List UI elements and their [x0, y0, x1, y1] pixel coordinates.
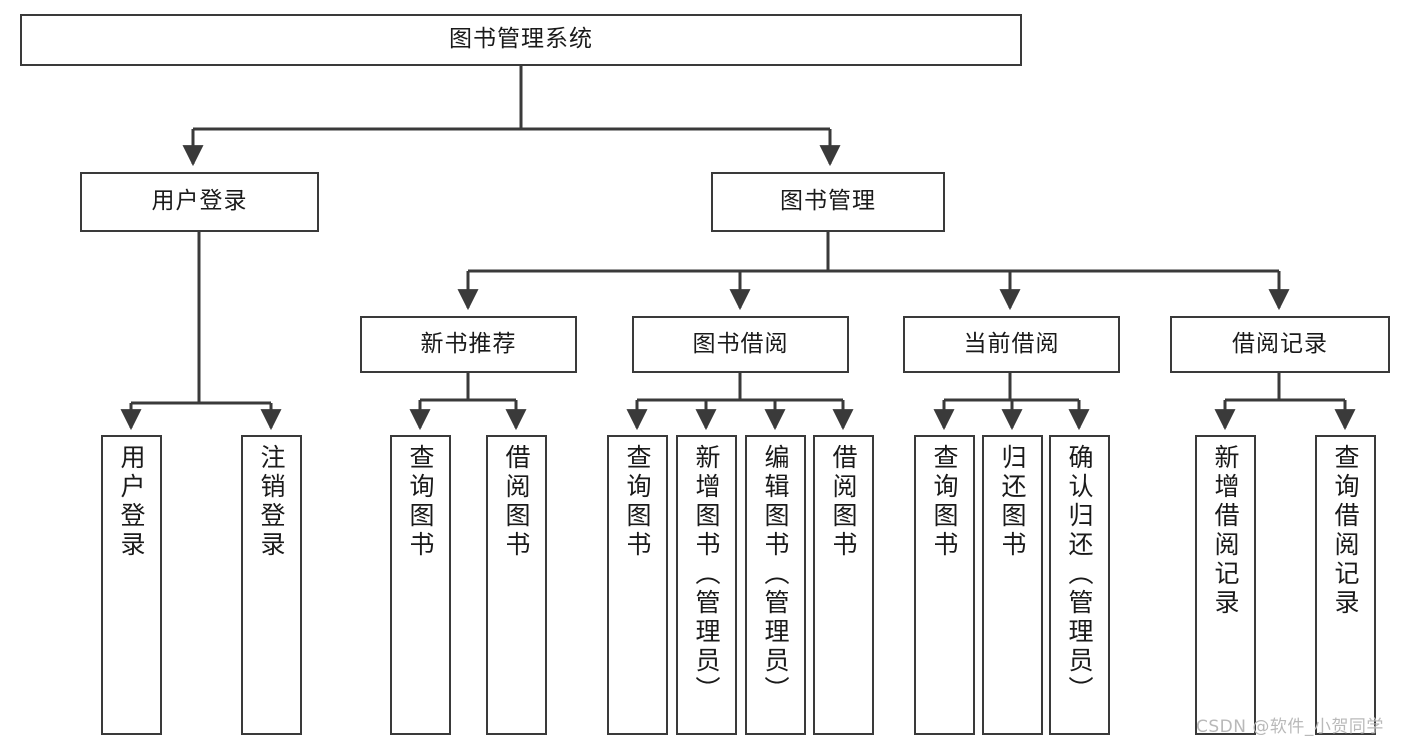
node-label: 编辑图书（管理员） — [761, 444, 790, 705]
node-label: 查询图书 — [406, 444, 435, 560]
node-label: 借阅记录 — [1232, 330, 1328, 357]
node-leaf-add-book-admin[interactable]: 新增图书（管理员） — [676, 435, 737, 735]
node-leaf-query-book-borrow[interactable]: 查询图书 — [607, 435, 668, 735]
node-root-book-management-system[interactable]: 图书管理系统 — [20, 14, 1022, 66]
node-label: 借阅图书 — [502, 444, 531, 560]
node-leaf-confirm-return-admin[interactable]: 确认归还（管理员） — [1049, 435, 1110, 735]
node-label: 查询图书 — [930, 444, 959, 560]
node-label: 当前借阅 — [963, 330, 1060, 357]
node-leaf-query-book-current[interactable]: 查询图书 — [914, 435, 975, 735]
node-leaf-borrow-book[interactable]: 借阅图书 — [813, 435, 874, 735]
node-book-borrow[interactable]: 图书借阅 — [632, 316, 849, 373]
node-leaf-query-borrow-record[interactable]: 查询借阅记录 — [1315, 435, 1376, 735]
node-label: 确认归还（管理员） — [1065, 444, 1094, 705]
node-label: 图书管理系统 — [449, 26, 593, 53]
node-label: 新增借阅记录 — [1211, 444, 1240, 618]
node-leaf-return-book[interactable]: 归还图书 — [982, 435, 1043, 735]
node-label: 图书借阅 — [692, 330, 789, 357]
node-label: 新书推荐 — [420, 330, 517, 357]
node-label: 用户登录 — [151, 188, 248, 215]
node-leaf-borrow-book-recommend[interactable]: 借阅图书 — [486, 435, 547, 735]
node-borrow-record[interactable]: 借阅记录 — [1170, 316, 1390, 373]
csdn-watermark: CSDN @软件_小贺同学 — [1196, 717, 1384, 737]
node-new-book-recommend[interactable]: 新书推荐 — [360, 316, 577, 373]
node-user-login[interactable]: 用户登录 — [80, 172, 319, 232]
node-label: 新增图书（管理员） — [692, 444, 721, 705]
node-label: 用户登录 — [117, 444, 146, 560]
node-leaf-user-login[interactable]: 用户登录 — [101, 435, 162, 735]
node-label: 查询图书 — [623, 444, 652, 560]
node-label: 图书管理 — [780, 188, 876, 215]
node-leaf-add-borrow-record[interactable]: 新增借阅记录 — [1195, 435, 1256, 735]
node-current-borrow[interactable]: 当前借阅 — [903, 316, 1120, 373]
node-label: 归还图书 — [998, 444, 1027, 560]
node-label: 借阅图书 — [829, 444, 858, 560]
node-leaf-logout[interactable]: 注销登录 — [241, 435, 302, 735]
node-leaf-edit-book-admin[interactable]: 编辑图书（管理员） — [745, 435, 806, 735]
node-label: 查询借阅记录 — [1331, 444, 1360, 618]
node-label: 注销登录 — [257, 444, 286, 560]
node-book-management[interactable]: 图书管理 — [711, 172, 945, 232]
node-leaf-query-book-recommend[interactable]: 查询图书 — [390, 435, 451, 735]
